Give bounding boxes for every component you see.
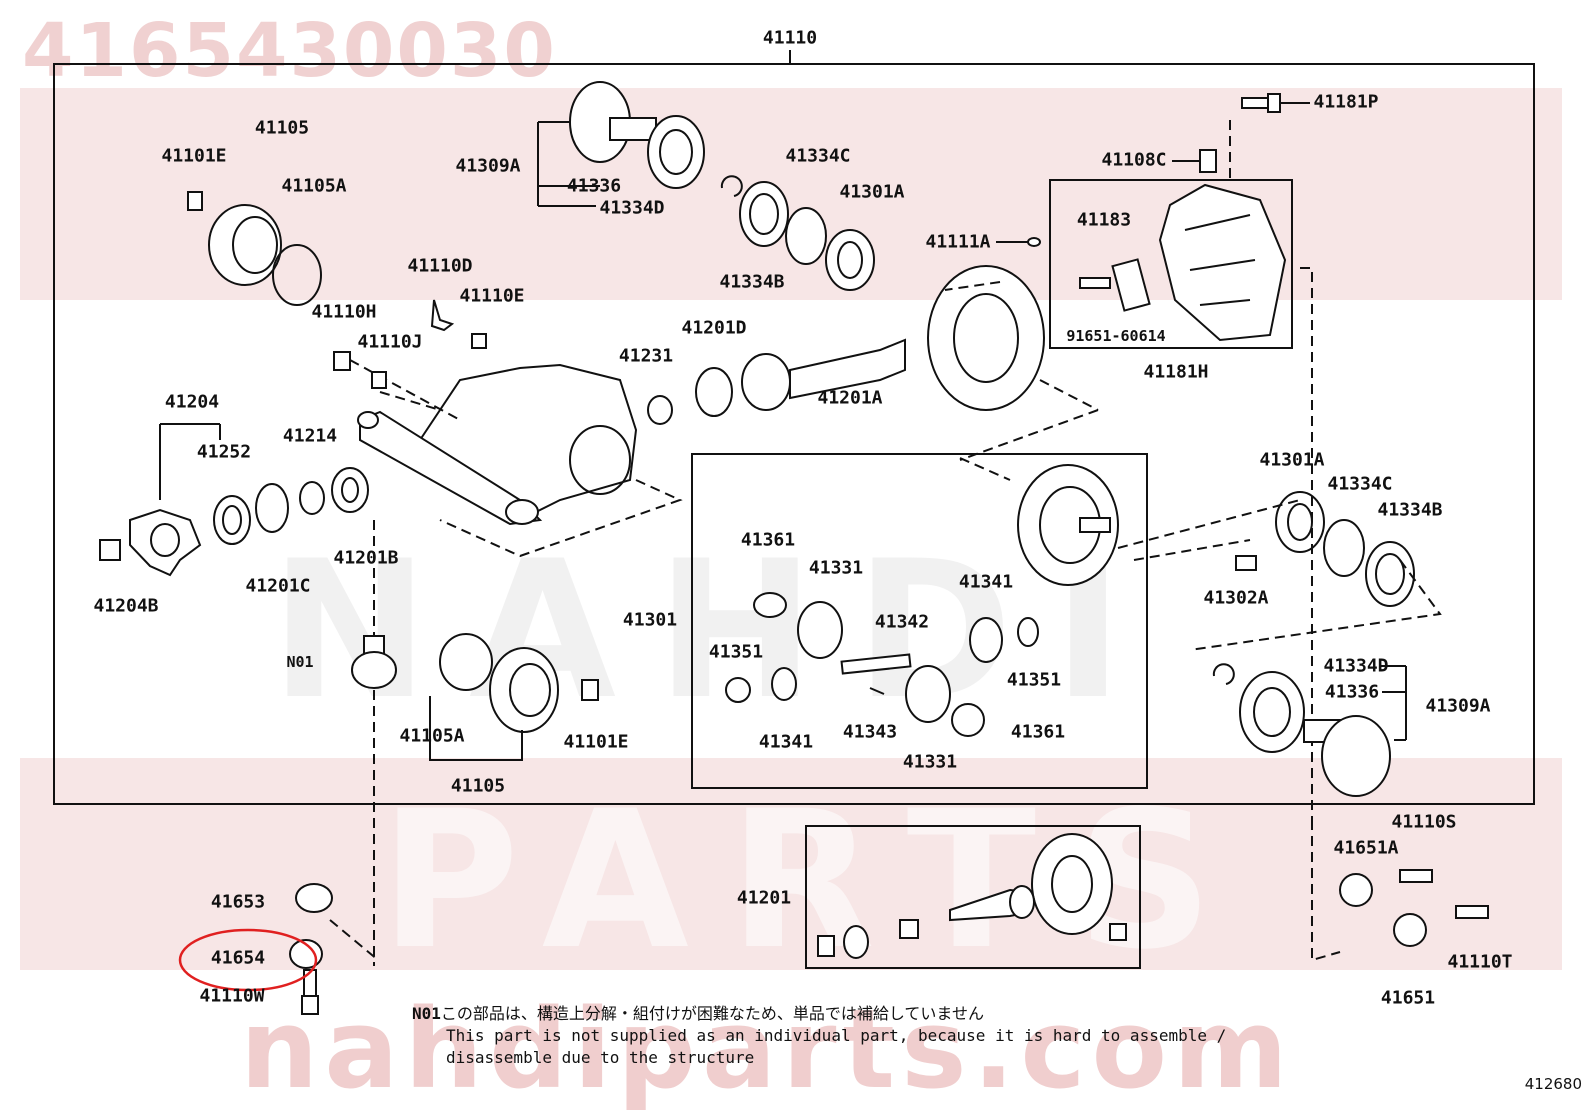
label-41110S: 41110S: [1391, 811, 1457, 833]
label-41334B-right: 41334B: [1377, 499, 1443, 521]
label-41331-a: 41331: [808, 557, 864, 579]
label-41361-a: 41361: [740, 529, 796, 551]
label-41101E-bottom: 41101E: [563, 731, 629, 753]
assembly-frame: [53, 63, 1535, 805]
label-41201A: 41201A: [817, 387, 883, 409]
label-41201D: 41201D: [681, 317, 747, 339]
label-41105A-bottom: 41105A: [399, 725, 465, 747]
rear-cover: [1079, 183, 1287, 342]
note-line-japanese: N01この部品は、構造上分解・組付けが困難なため、単品では補給していません: [412, 1000, 984, 1024]
label-41110W: 41110W: [199, 985, 265, 1007]
label-41108C: 41108C: [1101, 149, 1167, 171]
differential-box: [691, 453, 1148, 789]
drive-pinion: [647, 338, 906, 425]
label-41201B: 41201B: [333, 547, 399, 569]
label-41105A-top: 41105A: [281, 175, 347, 197]
axle-flange-top: [537, 81, 743, 207]
label-41336-right: 41336: [1324, 681, 1380, 703]
label-41105-top: 41105: [254, 117, 310, 139]
figure-number: 412680: [1524, 1075, 1582, 1093]
differential-internals: [725, 457, 1119, 737]
label-41334C-right: 41334C: [1327, 473, 1393, 495]
label-41334B-top: 41334B: [719, 271, 785, 293]
label-41181H: 41181H: [1143, 361, 1209, 383]
label-91651-60614: 91651-60614: [1066, 327, 1166, 345]
label-41343: 41343: [842, 721, 898, 743]
label-41334D-right: 41334D: [1323, 655, 1389, 677]
label-41331-b: 41331: [902, 751, 958, 773]
label-41653: 41653: [210, 891, 266, 913]
label-N01: N01: [286, 653, 314, 671]
label-41301A-right: 41301A: [1259, 449, 1325, 471]
label-41334C-top: 41334C: [785, 145, 851, 167]
label-41181P: 41181P: [1313, 91, 1379, 113]
label-41201C: 41201C: [245, 575, 311, 597]
label-41342: 41342: [874, 611, 930, 633]
bearings-right: [1117, 267, 1442, 820]
label-41302A: 41302A: [1203, 587, 1269, 609]
label-41341-a: 41341: [958, 571, 1014, 593]
carrier-housing: [333, 299, 683, 558]
label-41301: 41301: [622, 609, 678, 631]
watermark-band-bottom: [20, 758, 1562, 970]
label-41309A-right: 41309A: [1425, 695, 1491, 717]
label-41110: 41110: [762, 27, 818, 49]
label-41336-top: 41336: [566, 175, 622, 197]
watermark-site: nahdiparts.com: [240, 985, 1294, 1113]
label-41341-b: 41341: [758, 731, 814, 753]
label-41111A: 41111A: [925, 231, 991, 253]
ring-pinion-box: [805, 825, 1141, 969]
label-41231: 41231: [618, 345, 674, 367]
label-41351-b: 41351: [1006, 669, 1062, 691]
label-41201: 41201: [736, 887, 792, 909]
label-41351-a: 41351: [708, 641, 764, 663]
flange-41105-bottom: [429, 633, 599, 761]
label-41110T: 41110T: [1447, 951, 1513, 973]
label-41183: 41183: [1076, 209, 1132, 231]
bearings-top: [739, 181, 875, 291]
label-41110H: 41110H: [311, 301, 377, 323]
note-english-line-2: disassemble due to the structure: [446, 1048, 755, 1067]
axle-flange-right: [1212, 663, 1407, 797]
label-41252: 41252: [196, 441, 252, 463]
label-41110D: 41110D: [407, 255, 473, 277]
cover-box: [1049, 179, 1293, 349]
label-41204: 41204: [164, 391, 220, 413]
bushing-N01: [351, 520, 397, 966]
label-41651A: 41651A: [1333, 837, 1399, 859]
label-41105-bottom: 41105: [450, 775, 506, 797]
mounts-bottom-left: [178, 883, 379, 1015]
ring-gear: [927, 265, 1099, 461]
label-41361-b: 41361: [1010, 721, 1066, 743]
label-41101E-top: 41101E: [161, 145, 227, 167]
label-41110E: 41110E: [459, 285, 525, 307]
companion-flange: [99, 423, 369, 577]
label-41309A-top: 41309A: [455, 155, 521, 177]
bolt-41181P: [1241, 93, 1310, 113]
watermark-part-number: 4165430030: [22, 8, 557, 94]
label-41334D-top: 41334D: [599, 197, 665, 219]
label-41214: 41214: [282, 425, 338, 447]
mounts-bottom-right: [1311, 820, 1489, 962]
label-41301A-top: 41301A: [839, 181, 905, 203]
label-41110J: 41110J: [357, 331, 423, 353]
label-41651: 41651: [1380, 987, 1436, 1009]
note-marker: N01: [412, 1004, 441, 1023]
flange-41105-top: [187, 191, 322, 306]
label-41204B: 41204B: [93, 595, 159, 617]
breather-41108C: [1172, 120, 1231, 180]
note-english-line-1: This part is not supplied as an individu…: [446, 1026, 1227, 1045]
ring-pinion-kit: [817, 833, 1127, 959]
highlight-circle: [178, 928, 318, 992]
label-41654: 41654: [210, 947, 266, 969]
note-japanese-text: この部品は、構造上分解・組付けが困難なため、単品では補給していません: [440, 1004, 984, 1023]
